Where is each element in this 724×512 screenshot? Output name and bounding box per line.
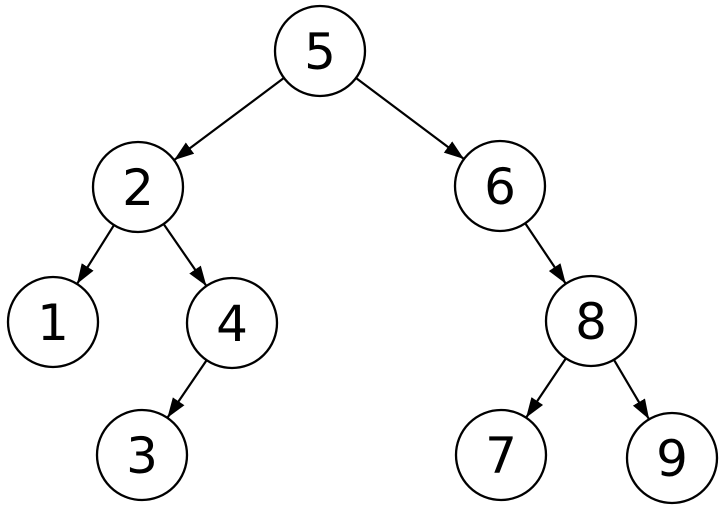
tree-node-7: 7	[454, 408, 548, 502]
tree-edge-5-2	[173, 77, 285, 161]
node-label: 3	[126, 427, 158, 485]
tree-node-8: 8	[544, 274, 638, 368]
tree-edge-8-7	[525, 357, 567, 419]
node-label: 5	[304, 23, 336, 81]
tree-node-5: 5	[273, 4, 367, 98]
node-label: 8	[575, 293, 607, 351]
node-label: 9	[656, 430, 688, 488]
tree-node-4: 4	[185, 276, 279, 370]
node-circle	[95, 408, 189, 502]
tree-edge-4-3	[166, 359, 208, 419]
node-label: 6	[484, 158, 516, 216]
node-label: 2	[122, 159, 154, 217]
node-circle	[453, 139, 547, 233]
tree-edge-6-8	[524, 222, 567, 285]
tree-node-2: 2	[91, 140, 185, 234]
tree-node-6: 6	[453, 139, 547, 233]
tree-node-9: 9	[625, 411, 719, 505]
tree-node-3: 3	[95, 408, 189, 502]
tree-node-1: 1	[6, 275, 100, 369]
node-circle	[91, 140, 185, 234]
tree-edge-2-4	[162, 223, 208, 287]
node-circle	[625, 411, 719, 505]
node-label: 4	[216, 295, 248, 353]
node-circle	[273, 4, 367, 98]
edges-layer	[76, 77, 651, 420]
node-circle	[185, 276, 279, 370]
node-label: 7	[485, 427, 517, 485]
node-circle	[6, 275, 100, 369]
node-label: 1	[37, 294, 69, 352]
tree-edge-2-1	[76, 224, 115, 285]
node-circle	[454, 408, 548, 502]
tree-edge-5-6	[355, 77, 465, 160]
node-circle	[544, 274, 638, 368]
tree-edge-8-9	[612, 359, 651, 420]
nodes-layer: 5 2 6 1 4 3 8 7 9	[6, 4, 719, 505]
